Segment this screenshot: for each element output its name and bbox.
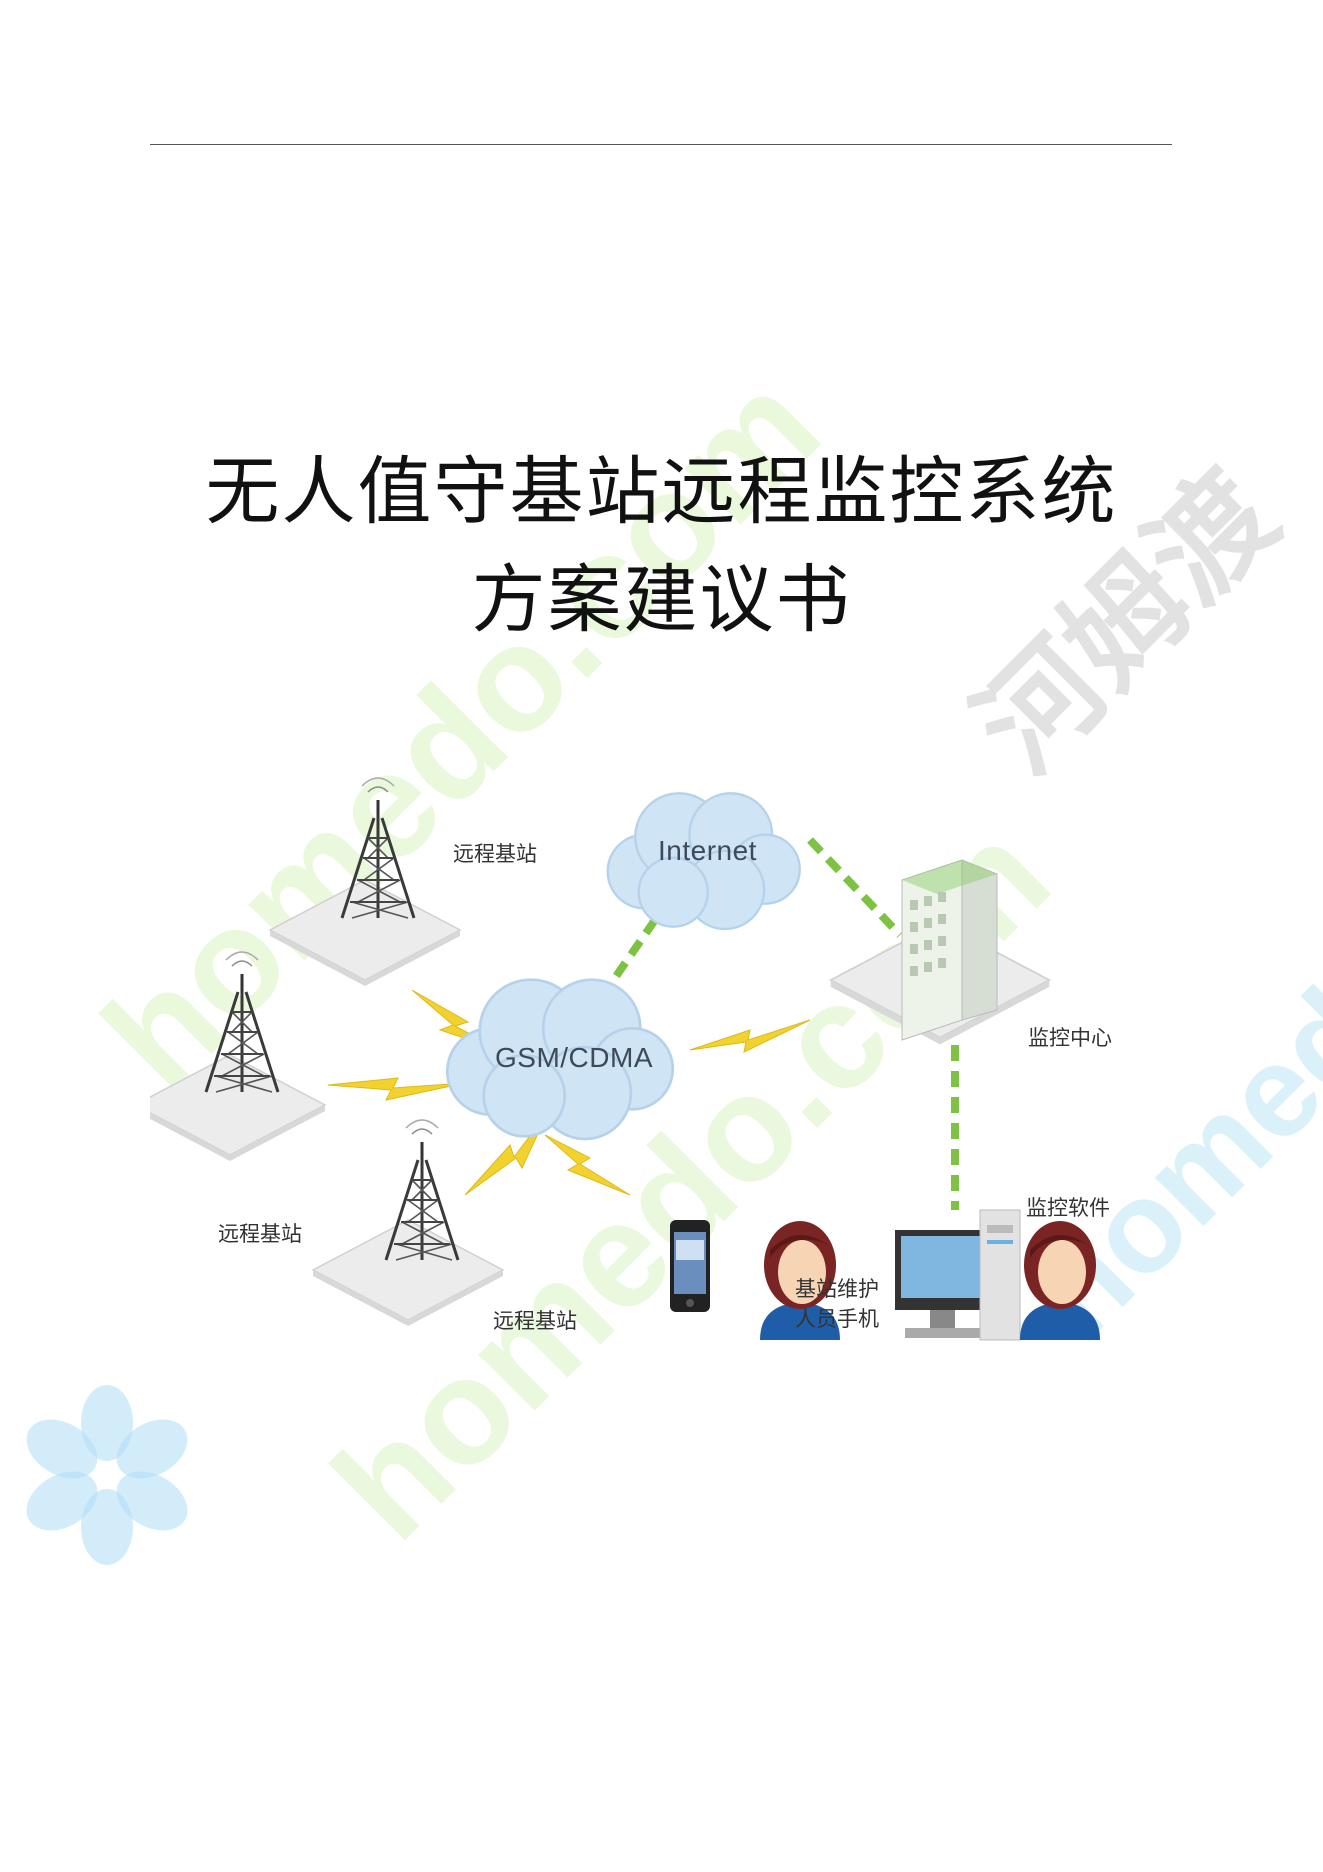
network-diagram-graphic xyxy=(150,776,1100,1341)
document-title-line2: 方案建议书 xyxy=(471,557,852,643)
person-icon xyxy=(760,1221,840,1340)
network-diagram: Internet GSM/CDMA 远程基站 远程基站 远程基站 监控中心 监控… xyxy=(150,740,1112,1360)
cell-tower-icon xyxy=(204,776,460,1262)
computer-icon xyxy=(895,1209,1021,1341)
watermark-flower-icon xyxy=(26,1385,188,1565)
header-rule xyxy=(150,144,1172,145)
remote-base-station-label: 远程基站 xyxy=(453,842,537,866)
remote-base-station-label: 远程基站 xyxy=(493,1309,577,1333)
network-links xyxy=(606,837,959,1210)
document-title-line1: 无人值守基站远程监控系统 xyxy=(205,449,1118,535)
mobile-phone-icon xyxy=(670,1220,710,1312)
monitor-software-label: 监控软件 xyxy=(1026,1196,1110,1220)
maintenance-staff-label: 基站维护 xyxy=(795,1277,879,1301)
remote-base-station-label: 远程基站 xyxy=(218,1222,302,1246)
monitor-center-label: 监控中心 xyxy=(1028,1026,1112,1050)
person-icon xyxy=(1020,1221,1100,1340)
internet-label: Internet xyxy=(658,835,757,866)
gsm-cdma-label: GSM/CDMA xyxy=(495,1042,653,1073)
maintenance-phone-label: 人员手机 xyxy=(795,1307,879,1331)
building-icon xyxy=(901,859,998,1041)
